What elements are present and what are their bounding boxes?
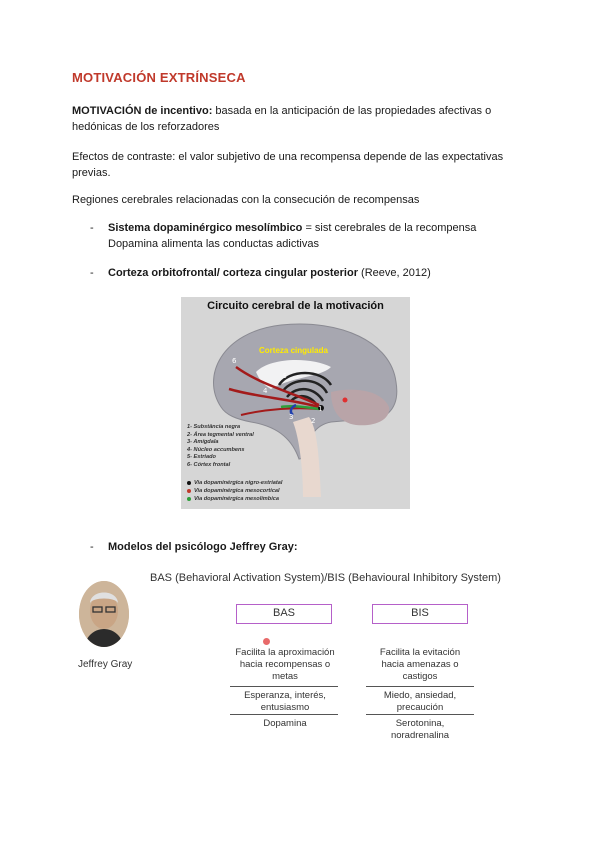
brain-motivation-figure: Circuito cerebral de la motivación 6 5 4…	[181, 297, 410, 509]
label-1: 1	[318, 405, 322, 413]
bis-emotion-line: precaución	[396, 702, 444, 713]
legend-item: 4- Núcleo accumbens	[187, 446, 245, 453]
label-3: 3	[289, 413, 293, 421]
bis-function-line: Facilita la evitación	[379, 647, 461, 658]
brain-legend: 1- Substância negra 2- Área tegmental ve…	[187, 424, 254, 470]
bas-emotion-line: entusiasmo	[260, 702, 310, 713]
portrait-icon	[79, 581, 129, 647]
bullet-mesolimbic-text: = sist cerebrales de la recompensa	[302, 222, 477, 234]
legend-item: 2- Área tegmental ventral	[187, 431, 254, 438]
bas-box: BAS	[236, 604, 332, 624]
bis-emotion-line: Miedo, ansiedad,	[383, 690, 457, 701]
bullet-orbitofrontal: - Corteza orbitofrontal/ corteza cingula…	[90, 265, 530, 281]
pathway-legend: Via dopaminérgica nigro-estriatal Via do…	[187, 479, 282, 503]
incentive-text-2: hedónicas de los reforzadores	[72, 121, 220, 133]
bas-neuro-cell: Dopamina	[225, 718, 345, 730]
contrast-paragraph: Efectos de contraste: el valor subjetivo…	[72, 149, 532, 181]
bas-divider	[230, 686, 338, 687]
bas-bis-header: BAS (Behavioral Activation System)/BIS (…	[150, 572, 501, 584]
bullet-gray-term: Modelos del psicólogo Jeffrey Gray:	[108, 541, 298, 553]
legend-item: 1- Substância negra	[187, 424, 241, 430]
bis-function-line: hacia amenazas o	[381, 659, 459, 670]
label-4: 4	[263, 387, 268, 395]
pathway-label: Via dopaminérgica mesocortical	[194, 488, 280, 494]
bullet-mesolimbic: - Sistema dopaminérgico mesolímbico = si…	[90, 220, 530, 252]
bas-function-line: Facilita la aproximación	[235, 647, 335, 658]
bis-function-cell: Facilita la evitación hacia amenazas o c…	[360, 647, 480, 683]
label-5: 5	[283, 373, 287, 380]
cingulate-label: Corteza cingulada	[259, 346, 328, 355]
bullet-dash: -	[90, 222, 94, 234]
black-dot-icon	[187, 480, 191, 485]
label-2: 2	[311, 417, 315, 425]
bullet-orbitofrontal-term: Corteza orbitofrontal/ corteza cingular …	[108, 267, 358, 279]
green-dot-icon	[187, 496, 191, 501]
bullet-mesolimbic-term: Sistema dopaminérgico mesolímbico	[108, 222, 303, 234]
contrast-text-2: previas.	[72, 167, 111, 179]
bas-divider	[230, 714, 338, 715]
bas-function-line: hacia recompensas o	[239, 659, 331, 670]
page-title: MOTIVACIÓN EXTRÍNSECA	[72, 70, 246, 85]
incentive-text-1: basada en la anticipación de las propied…	[212, 105, 492, 117]
bis-box: BIS	[372, 604, 468, 624]
bis-neuro-line: noradrenalina	[390, 730, 450, 741]
bis-function-line: castigos	[402, 671, 438, 682]
bis-divider	[366, 714, 474, 715]
bullet-orbitofrontal-text: (Reeve, 2012)	[357, 267, 431, 279]
brain-illustration: 6 5 4 3 2 1	[213, 323, 398, 497]
contrast-text-1: Efectos de contraste: el valor subjetivo…	[72, 151, 504, 163]
bullet-dash: -	[90, 541, 94, 553]
bis-emotion-cell: Miedo, ansiedad, precaución	[360, 690, 480, 714]
photo-caption: Jeffrey Gray	[78, 659, 133, 670]
legend-item: 3- Amígdala	[187, 439, 219, 446]
bis-divider	[366, 686, 474, 687]
regions-paragraph: Regiones cerebrales relacionadas con la …	[72, 194, 420, 206]
bullet-dash: -	[90, 267, 94, 279]
bas-neuro-line: Dopamina	[263, 718, 307, 729]
bas-function-line: metas	[272, 671, 298, 682]
pathway-item: Via dopaminérgica mesocortical	[187, 487, 282, 495]
incentive-paragraph: MOTIVACIÓN de incentivo: basada en la an…	[72, 103, 532, 135]
red-dot-icon	[187, 488, 191, 493]
bas-emotion-cell: Esperanza, interés, entusiasmo	[225, 690, 345, 714]
bas-function-cell: Facilita la aproximación hacia recompens…	[225, 647, 345, 683]
incentive-term: MOTIVACIÓN de incentivo:	[72, 105, 213, 117]
bas-emotion-line: Esperanza, interés,	[244, 690, 326, 701]
pathway-label: Via dopaminérgica nigro-estriatal	[194, 480, 283, 486]
label-6: 6	[232, 357, 237, 365]
bis-neuro-line: Serotonina,	[395, 718, 445, 729]
pathway-item: Via dopaminérgica nigro-estriatal	[187, 479, 282, 487]
bullet-mesolimbic-line2: Dopamina alimenta las conductas adictiva…	[108, 238, 319, 250]
bullet-gray: - Modelos del psicólogo Jeffrey Gray:	[90, 539, 530, 555]
brain-figure-title: Circuito cerebral de la motivación	[207, 300, 384, 312]
red-marker-icon	[263, 638, 270, 645]
legend-item: 6- Córtex frontal	[187, 461, 231, 468]
pathway-item: Via dopaminérgica mesolímbica	[187, 495, 282, 503]
legend-item: 5- Estriado	[187, 454, 216, 461]
pathway-label: Via dopaminérgica mesolímbica	[194, 496, 279, 502]
jeffrey-gray-photo	[79, 581, 129, 647]
bis-neuro-cell: Serotonina, noradrenalina	[360, 718, 480, 742]
